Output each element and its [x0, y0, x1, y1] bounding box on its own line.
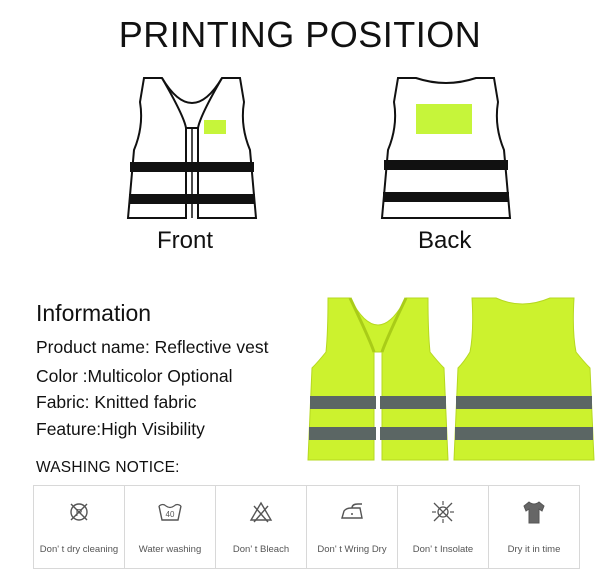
front-vest-outline — [126, 77, 258, 219]
back-label: Back — [418, 227, 472, 254]
wash-temp: 40 — [166, 510, 175, 519]
wash-item-no-bleach: Don' t Bleach — [215, 486, 306, 568]
wash-label-no-bleach: Don' t Bleach — [232, 544, 290, 555]
no-dry-clean-icon: P — [70, 503, 88, 521]
wash-label-water-washing: Water washing — [138, 544, 202, 555]
wash-item-water-washing: 40 Water washing — [124, 486, 215, 568]
wash-label-dry-in-time: Dry it in time — [507, 544, 561, 555]
front-label: Front — [157, 227, 214, 254]
no-iron-icon — [341, 503, 363, 519]
washing-icons-row: P Don' t dry cleaning 40 Water washing D… — [33, 485, 580, 569]
front-print-area — [204, 120, 226, 134]
page-title: PRINTING POSITION — [118, 14, 482, 55]
wash-tub-icon: 40 — [158, 503, 182, 521]
svg-text:P: P — [76, 508, 83, 519]
info-feature: Feature:High Visibility — [36, 419, 205, 439]
back-print-area — [416, 104, 472, 134]
wash-item-no-insolate: Don' t Insolate — [397, 486, 488, 568]
info-product-name: Product name: Reflective vest — [36, 337, 269, 357]
info-heading: Information — [36, 300, 152, 326]
info-color: Color :Multicolor Optional — [36, 366, 233, 386]
wash-label-no-wring: Don' t Wring Dry — [317, 544, 387, 555]
wash-item-no-dry-clean: P Don' t dry cleaning — [33, 486, 124, 568]
wash-label-no-dry-clean: Don' t dry cleaning — [39, 544, 119, 555]
wash-item-no-wring: Don' t Wring Dry — [306, 486, 397, 568]
washing-heading: WASHING NOTICE: — [36, 459, 180, 476]
wash-item-dry-in-time: Dry it in time — [488, 486, 580, 568]
back-vest-outline — [380, 77, 512, 219]
yellow-vest-front-photo — [307, 297, 449, 461]
no-bleach-icon — [249, 501, 273, 523]
yellow-vest-back-photo — [453, 297, 595, 461]
tshirt-icon — [523, 501, 545, 524]
wash-label-no-insolate: Don' t Insolate — [412, 544, 474, 555]
info-fabric: Fabric: Knitted fabric — [36, 392, 197, 412]
no-sun-icon — [432, 501, 454, 523]
